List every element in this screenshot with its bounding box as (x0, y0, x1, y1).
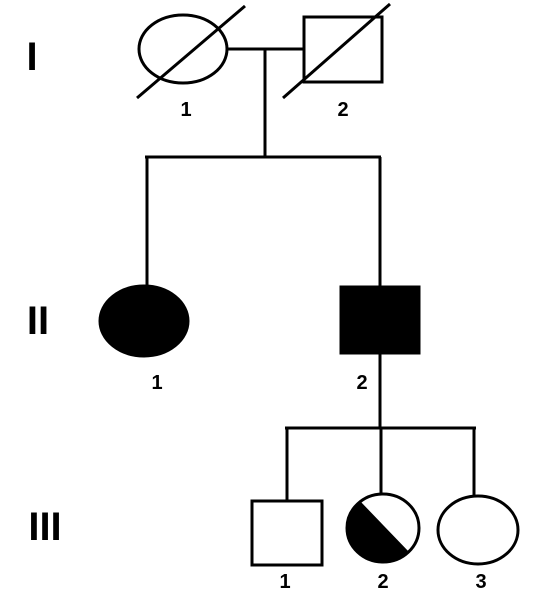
generation-label-iii: III (28, 505, 61, 549)
female-symbol (436, 494, 520, 566)
deceased-slash (282, 2, 391, 100)
individual-number: 2 (377, 571, 388, 593)
individual-number: 1 (180, 99, 191, 121)
individual-iii-1: 1 (250, 499, 324, 593)
generation-label-ii: II (27, 299, 49, 343)
male-symbol-affected (339, 285, 421, 355)
individual-i-2: 2 (282, 2, 391, 121)
individual-number: 2 (356, 372, 367, 394)
male-symbol (302, 15, 384, 84)
individual-number: 3 (475, 571, 486, 593)
female-symbol-outline (345, 492, 421, 564)
female-symbol-affected (98, 284, 190, 358)
individual-number: 1 (279, 571, 290, 593)
individual-i-1: 1 (136, 4, 246, 121)
individual-number: 1 (151, 372, 162, 394)
female-symbol (137, 13, 229, 85)
deceased-slash (136, 4, 246, 100)
male-symbol (250, 499, 324, 567)
individual-ii-1: 1 (98, 284, 190, 394)
individual-number: 2 (337, 99, 348, 121)
individual-iii-3: 3 (436, 494, 520, 593)
generation-label-i: I (26, 35, 37, 79)
